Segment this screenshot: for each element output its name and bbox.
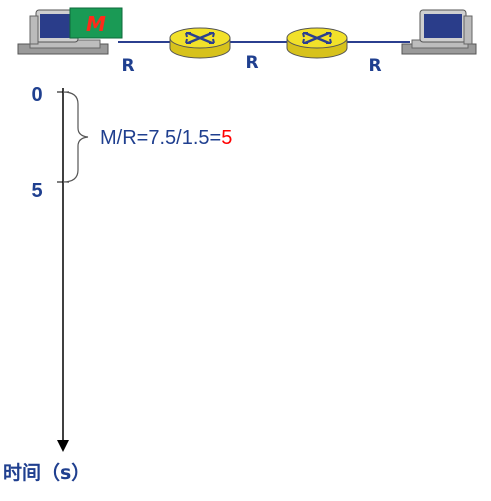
link-rate-label-3: R	[368, 56, 381, 76]
tick-label-5: 5	[31, 180, 42, 202]
router-1-icon	[169, 27, 231, 59]
tick-label-0: 0	[31, 84, 42, 106]
transmission-time-formula: M/R=7.5/1.5=5	[100, 127, 232, 149]
router-2-icon	[286, 27, 348, 59]
destination-host-icon	[401, 9, 477, 55]
formula-result: 5	[221, 127, 232, 149]
packet-label: M	[86, 12, 106, 36]
packet-m: M	[69, 7, 123, 39]
time-axis-label: 时间（s）	[3, 461, 90, 484]
link-rate-label-2: R	[245, 53, 258, 73]
source-host-icon	[17, 9, 109, 55]
interval-brace	[62, 91, 89, 183]
link-rate-label-1: R	[121, 56, 134, 76]
formula-expression: M/R=7.5/1.5=	[100, 127, 221, 149]
